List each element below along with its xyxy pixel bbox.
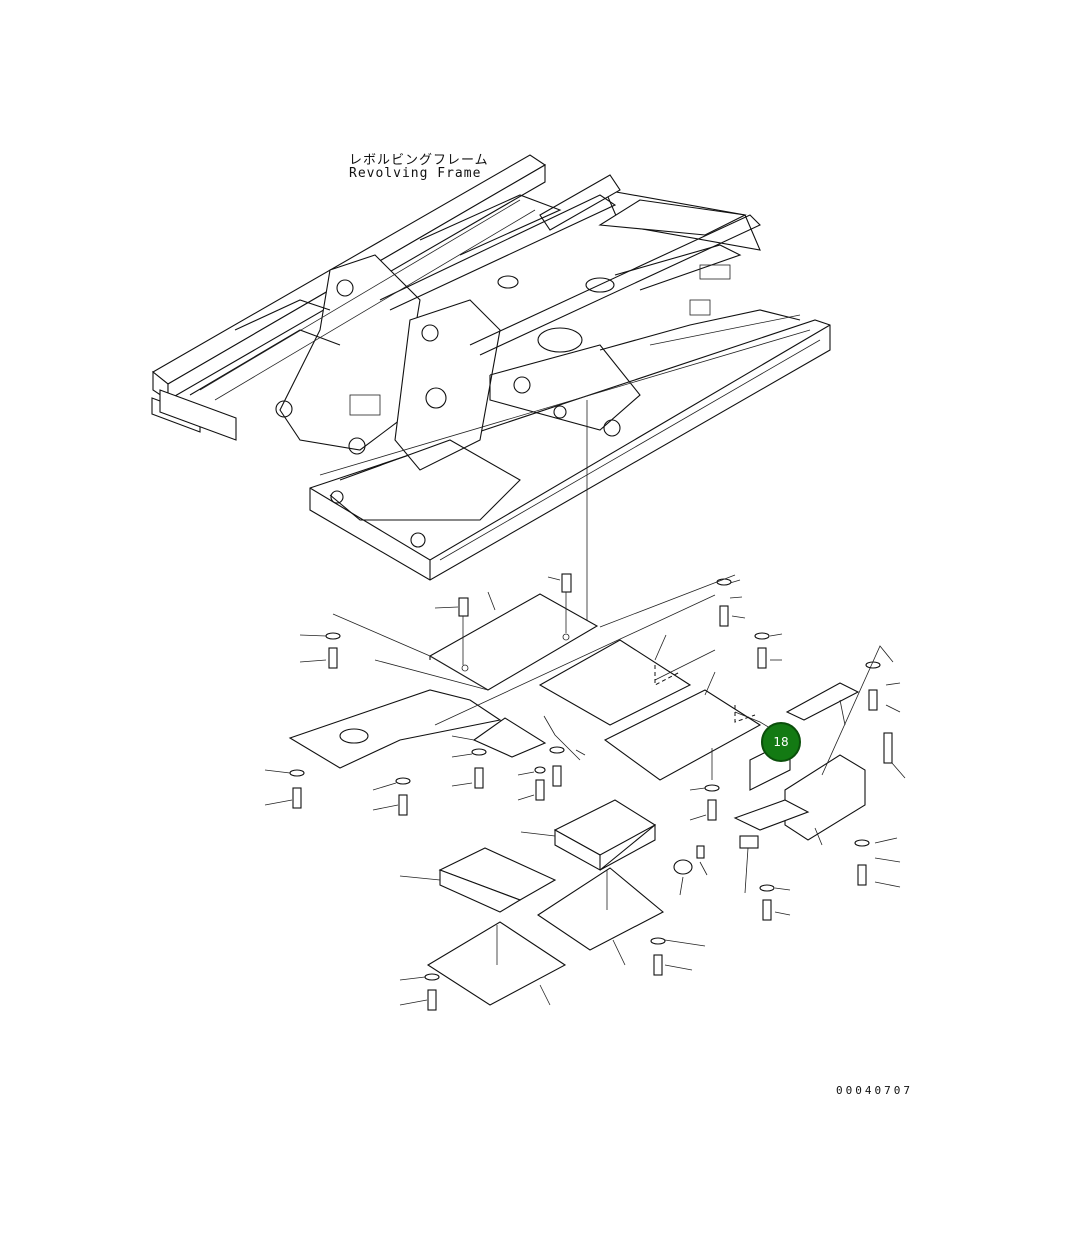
lower-covers-drawing: [264, 573, 906, 1011]
part-callout-18[interactable]: 18: [761, 722, 801, 762]
frame-label-english: Revolving Frame: [349, 166, 482, 181]
frame-label-japanese: レボルビングフレーム: [349, 153, 489, 168]
drawing-number: 00040707: [836, 1084, 913, 1097]
revolving-frame-drawing: [151, 154, 831, 581]
